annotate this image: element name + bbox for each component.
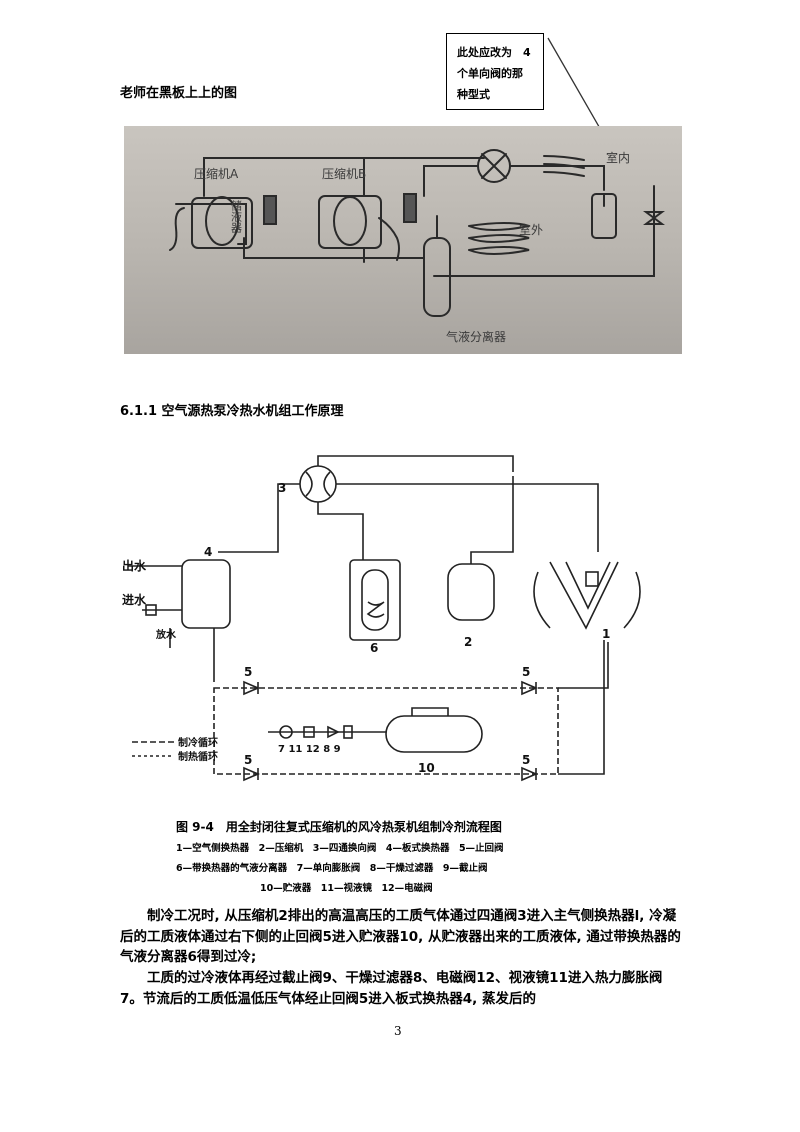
photo-label-compressor-b: 压缩机B (322, 166, 366, 181)
photo-label-compressor-a: 压缩机A (194, 166, 239, 181)
label-outlet: 出水 (122, 558, 147, 573)
section-title: 6.1.1 空气源热泵冷热水机组工作原理 (120, 404, 344, 419)
figure-caption: 图 9-4 用全封闭往复式压缩机的风冷热泵机组制冷剂流程图 (176, 820, 502, 834)
compressor (447, 563, 495, 621)
flow-diagram-svg: 出水 进水 放水 1 2 3 4 6 5 5 5 5 10 7 11 12 8 … (122, 455, 641, 782)
label-5-lower-right: 5 (522, 753, 530, 767)
label-2: 2 (464, 635, 472, 649)
photo-label-reservoir: 储液器 (230, 199, 243, 234)
blackboard-photo: 压缩机A 压缩机B 室内 室外 气液分离器 储液器 (124, 126, 682, 354)
label-inlet: 进水 (122, 592, 147, 607)
figure-legend-row-3: 10—贮液器 11—视液镜 12—电磁阀 (260, 883, 433, 894)
callout-line-1: 此处应改为 4 (457, 46, 531, 59)
blackboard-sketch: 压缩机A 压缩机B 室内 室外 气液分离器 储液器 (169, 149, 665, 344)
refrigerant-flow-diagram: 出水 进水 放水 1 2 3 4 6 5 5 5 5 10 7 11 12 8 … (118, 452, 678, 792)
photo-label-outdoor: 室外 (519, 222, 543, 237)
label-10: 10 (418, 761, 435, 775)
fan-motor (585, 571, 599, 587)
annotation-callout: 此处应改为 4 个单向阀的那 种型式 (446, 33, 544, 110)
photo-label-indoor: 室内 (606, 150, 630, 165)
label-5-upper-left: 5 (244, 665, 252, 679)
page-number: 3 (394, 1024, 402, 1038)
label-4: 4 (204, 545, 212, 559)
paragraph-text: 工质的过冷液体再经过截止阀9、干燥过滤器8、电磁阀12、视液镜11进入热力膨胀阀… (120, 970, 663, 1007)
legend-heating: 制热循环 (178, 750, 218, 763)
photo-label-separator: 气液分离器 (446, 329, 506, 344)
paragraph-cooling-2: 工质的过冷液体再经过截止阀9、干燥过滤器8、电磁阀12、视液镜11进入热力膨胀阀… (120, 968, 682, 1009)
label-5-lower-left: 5 (244, 753, 252, 767)
four-way-valve (299, 465, 337, 503)
label-drain: 放水 (155, 628, 177, 641)
gas-liquid-separator (349, 559, 401, 641)
callout-line-3: 种型式 (457, 88, 490, 101)
figure-legend-row-1: 1—空气侧换热器 2—压缩机 3—四通换向阀 4—板式换热器 5—止回阀 (176, 843, 504, 854)
figure-legend-row-2: 6—带换热器的气液分离器 7—单向膨胀阀 8—干燥过滤器 9—截止阀 (176, 863, 488, 874)
check-valve-lower-left (243, 766, 261, 782)
liquid-receiver (385, 715, 483, 753)
label-5-upper-right: 5 (522, 665, 530, 679)
plate-heat-exchanger (181, 559, 231, 629)
photo-caption: 老师在黑板上上的图 (120, 86, 238, 101)
paragraph-cooling-1: 制冷工况时, 从压缩机2排出的高温高压的工质气体通过四通阀3进入主气侧换热器l,… (120, 906, 682, 968)
label-1: 1 (602, 627, 610, 641)
callout-line-2: 个单向阀的那 (457, 67, 523, 80)
check-valve-lower-right (521, 766, 539, 782)
label-6: 6 (370, 641, 378, 655)
check-valve-upper-left (243, 680, 261, 696)
label-3: 3 (278, 481, 286, 495)
legend-cooling: 制冷循环 (178, 736, 218, 749)
paragraph-text: 制冷工况时, 从压缩机2排出的高温高压的工质气体通过四通阀3进入主气侧换热器l,… (120, 908, 681, 965)
label-valve-row: 7 11 12 8 9 (278, 744, 341, 755)
check-valve-upper-right (521, 680, 539, 696)
